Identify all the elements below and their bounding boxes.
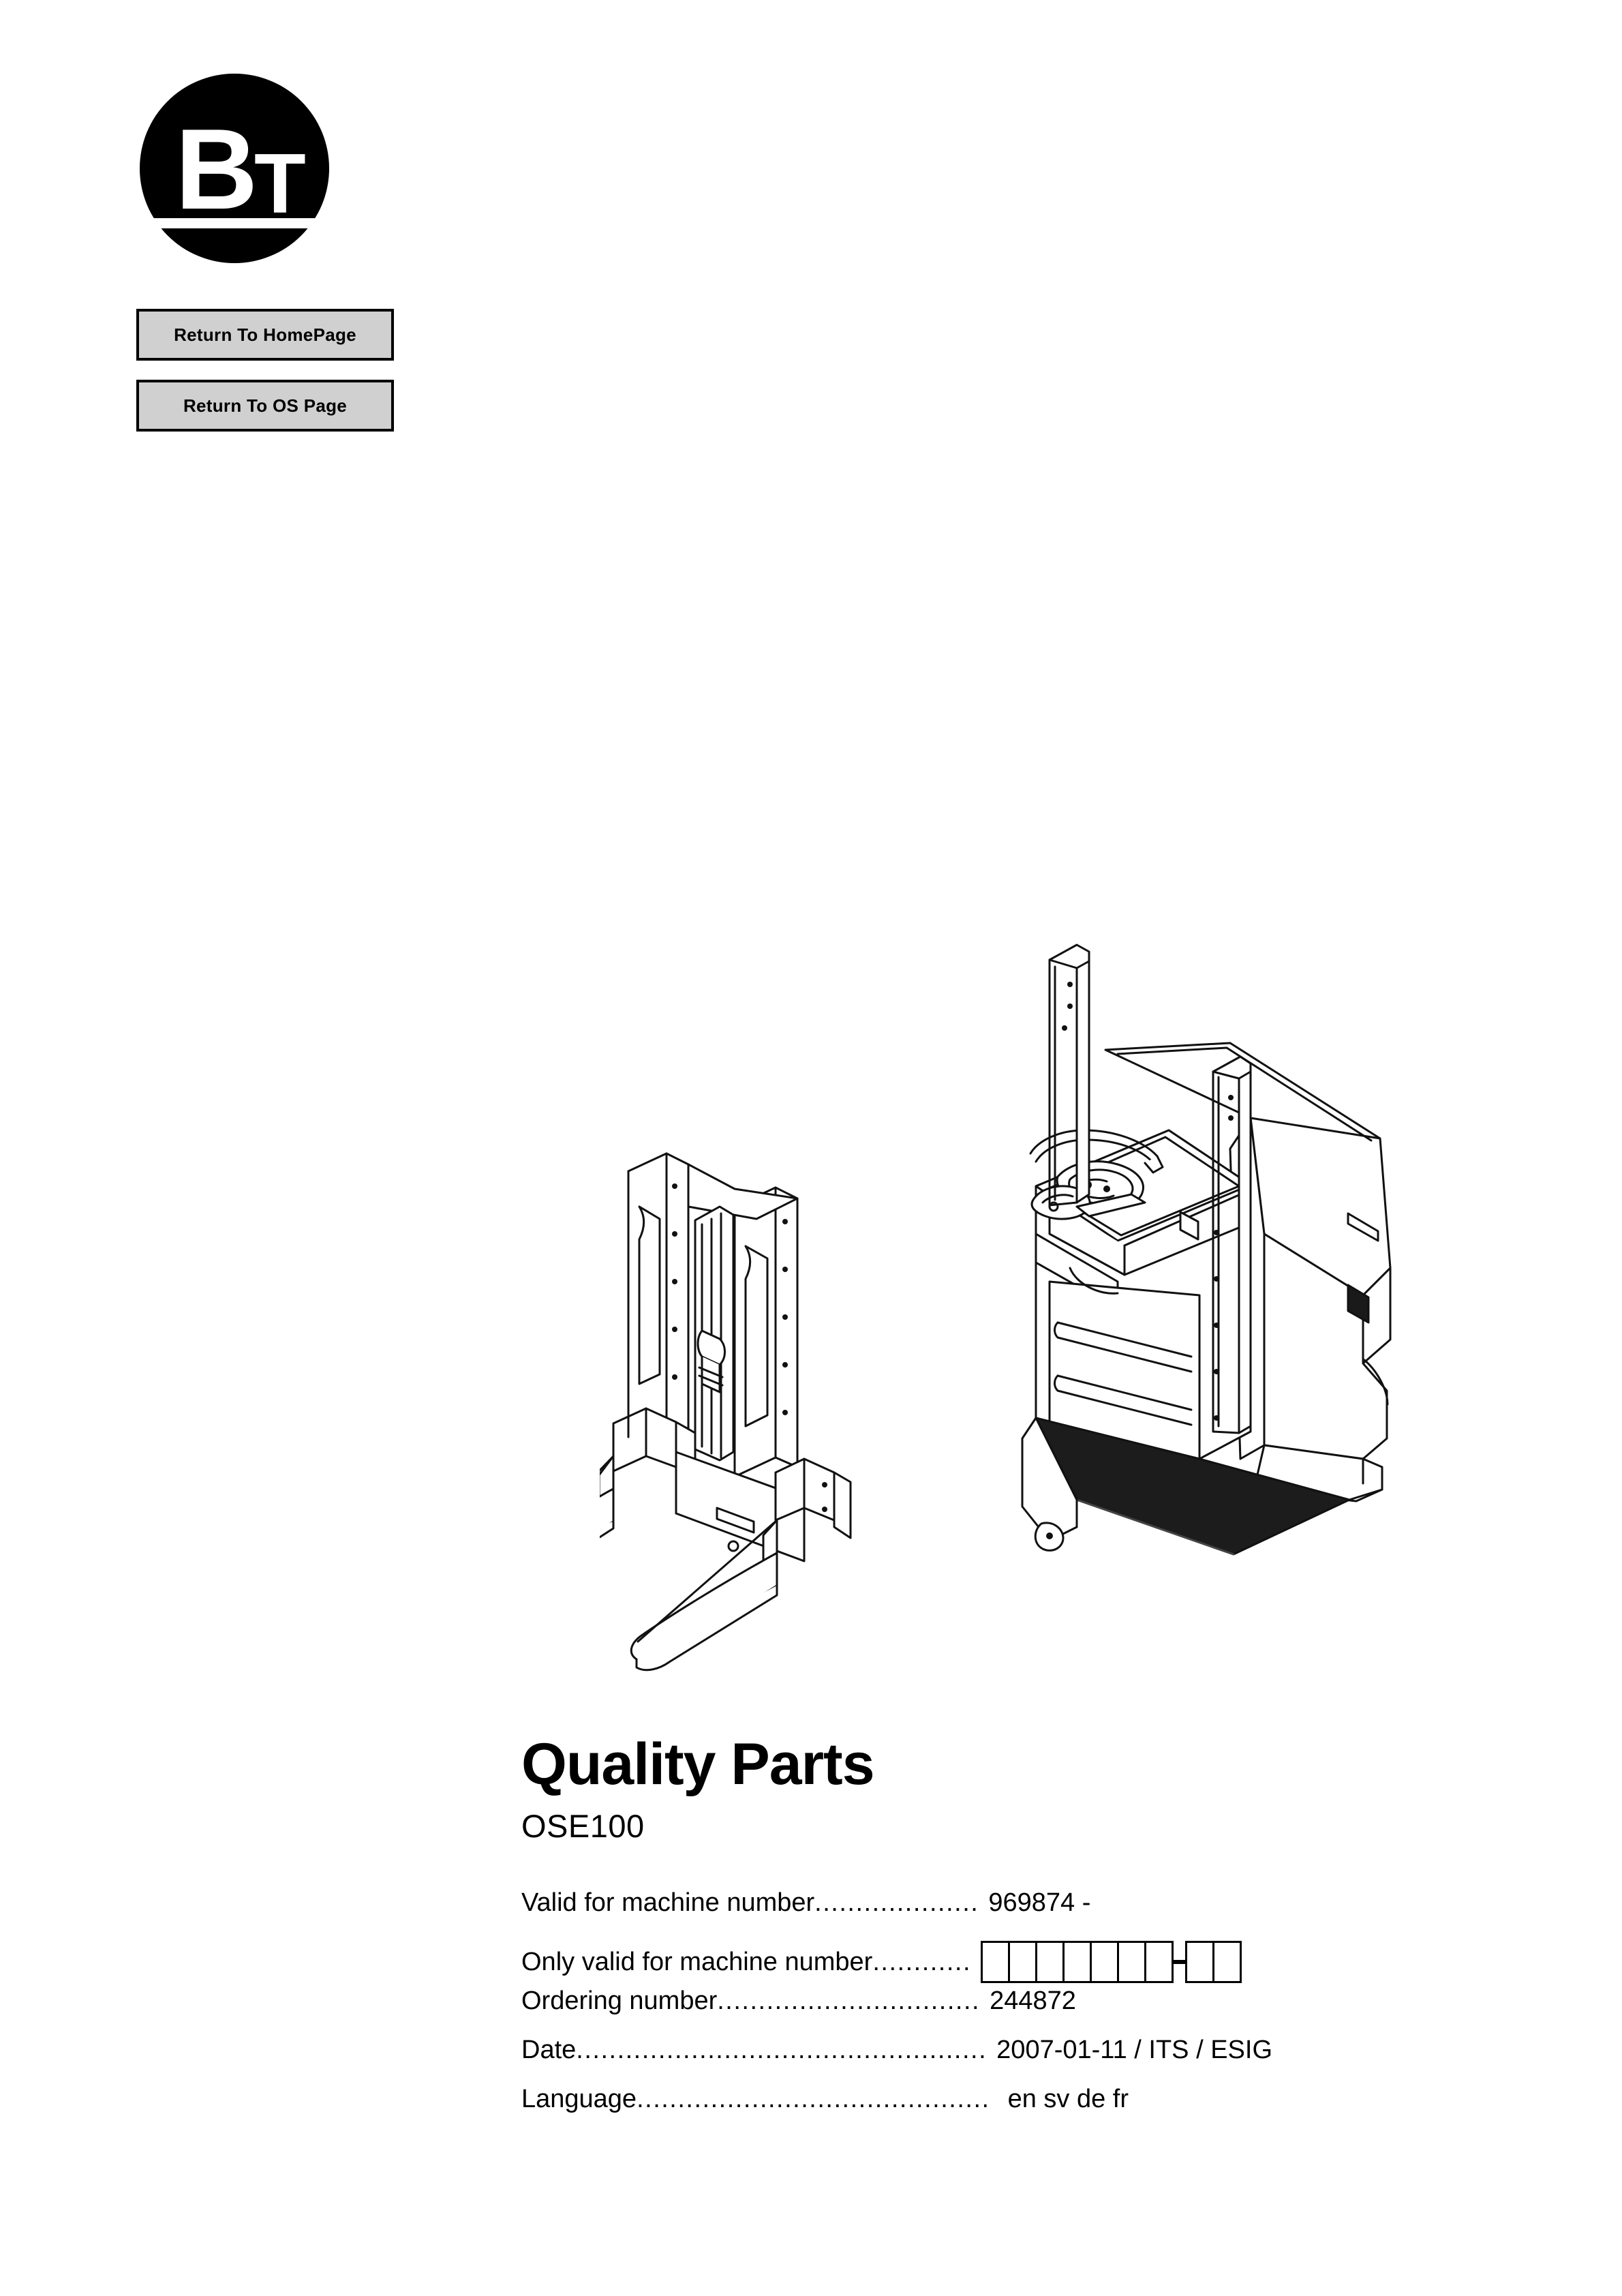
serial-cell[interactable] — [1117, 1941, 1147, 1983]
spec-label: Ordering number — [521, 1987, 718, 2015]
serial-cell[interactable] — [981, 1941, 1011, 1983]
spec-row-valid-for-machine-number: Valid for machine number ...............… — [521, 1888, 1414, 1937]
spec-leader-dots: ................................ — [717, 1987, 981, 2015]
serial-separator-dash — [1174, 1960, 1188, 1964]
title-block: Quality Parts OSE100 — [521, 1732, 1407, 1849]
spec-label: Language — [521, 2085, 637, 2113]
spec-row-ordering-number: Ordering number ........................… — [521, 1987, 1414, 2036]
return-to-homepage-button[interactable]: Return To HomePage — [136, 309, 394, 361]
bt-logo: B T — [140, 74, 329, 263]
spec-row-language: Language ...............................… — [521, 2085, 1414, 2134]
page-title: Quality Parts — [521, 1732, 875, 1797]
specification-table: Valid for machine number ...............… — [521, 1888, 1414, 2134]
mast-rail-rear — [1212, 1055, 1252, 1434]
spec-leader-dots: ............ — [872, 1947, 972, 1976]
logo-circle — [140, 74, 329, 263]
serial-cell[interactable] — [1008, 1941, 1038, 1983]
lift-channel — [694, 1205, 735, 1462]
serial-cell[interactable] — [1144, 1941, 1174, 1983]
spec-leader-dots: ........................................… — [637, 2085, 990, 2113]
spec-leader-dots: .................... — [814, 1888, 979, 1917]
spec-value: 244872 — [990, 1987, 1076, 2015]
spec-label: Only valid for machine number — [521, 1947, 873, 1976]
logo-letter-b: B — [175, 105, 258, 233]
spec-row-only-valid-for-machine-number: Only valid for machine number ..........… — [521, 1937, 1414, 1987]
serial-cell[interactable] — [1062, 1941, 1092, 1983]
serial-number-input-boxes[interactable] — [971, 1941, 1242, 1983]
spec-label: Valid for machine number — [521, 1888, 815, 1917]
spec-value: 969874 - — [988, 1888, 1091, 1917]
model-designation: OSE100 — [521, 1808, 645, 1844]
logo-underline-rule — [153, 218, 316, 228]
forks — [600, 1455, 778, 1672]
load-guard-panels — [627, 1152, 799, 1478]
spec-value: en sv de fr — [1007, 2085, 1129, 2113]
return-to-os-page-button[interactable]: Return To OS Page — [136, 380, 394, 432]
spec-row-date: Date ...................................… — [521, 2036, 1414, 2085]
spec-leader-dots: ........................................… — [576, 2036, 988, 2064]
logo-letter-t: T — [254, 137, 306, 231]
serial-cell[interactable] — [1035, 1941, 1065, 1983]
spec-value: 2007-01-11 / ITS / ESIG — [996, 2036, 1272, 2064]
spec-label: Date — [521, 2036, 577, 2064]
serial-cell[interactable] — [1212, 1941, 1242, 1983]
serial-cell[interactable] — [1185, 1941, 1215, 1983]
forklift-order-picker-illustration — [600, 913, 1411, 1697]
fork-carriage — [612, 1407, 852, 1562]
serial-cell[interactable] — [1090, 1941, 1120, 1983]
mast-rail-front — [1048, 943, 1090, 1207]
